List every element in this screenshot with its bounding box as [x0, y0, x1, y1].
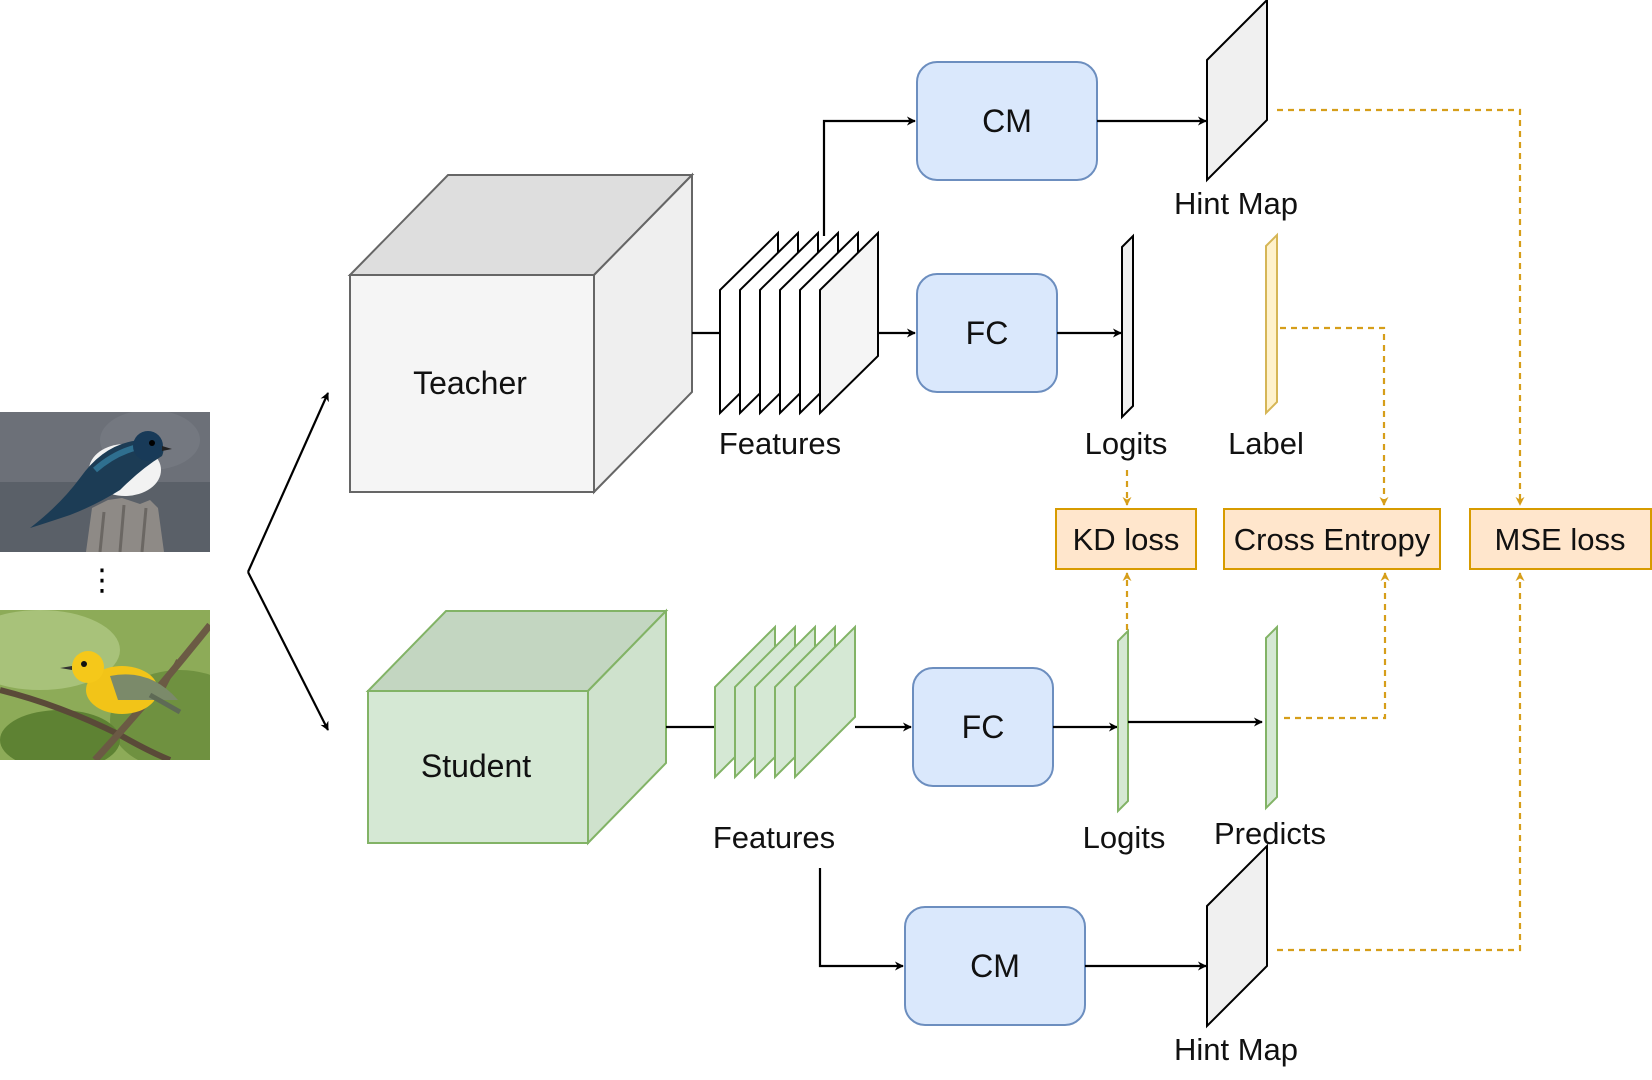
student-logits-label: Logits — [1083, 820, 1166, 855]
label-vector-bar — [1265, 232, 1278, 416]
teacher-label: Teacher — [413, 365, 527, 401]
teacher-fc-node: FC — [916, 273, 1058, 393]
student-fc-node: FC — [912, 667, 1054, 787]
input-ellipsis: ⋮ — [87, 564, 117, 597]
teacher-logits-label: Logits — [1085, 426, 1168, 461]
svg-text:FC: FC — [966, 315, 1009, 351]
student-label: Student — [421, 748, 531, 784]
mse-loss-box: MSE loss — [1469, 508, 1652, 570]
teacher-features-to-cm — [822, 116, 916, 236]
student-predicts-label: Predicts — [1214, 816, 1326, 851]
student-cm-node: CM — [904, 906, 1086, 1026]
svg-text:CM: CM — [970, 948, 1020, 984]
label-to-cross-entropy — [1280, 326, 1389, 506]
student-features-stack — [714, 624, 856, 780]
cross-entropy-box: Cross Entropy — [1223, 508, 1441, 570]
split-arrow-to-student — [247, 571, 329, 731]
student-hint-map-label: Hint Map — [1174, 1032, 1298, 1067]
teacher-block: Teacher — [347, 172, 695, 495]
teacher-logits-bar — [1121, 233, 1134, 420]
student-block: Student — [365, 608, 669, 846]
kd-loss-box: KD loss — [1055, 508, 1197, 570]
input-image-warbler — [0, 610, 210, 760]
student-hintmap-to-mse — [1277, 572, 1525, 952]
svg-text:CM: CM — [982, 103, 1032, 139]
student-features-label: Features — [713, 820, 835, 855]
predicts-to-cross-entropy — [1284, 572, 1390, 720]
student-predicts-bar — [1265, 624, 1278, 811]
teacher-features-stack — [719, 230, 879, 416]
teacher-features-label: Features — [719, 426, 841, 461]
svg-text:Cross Entropy: Cross Entropy — [1234, 522, 1431, 557]
input-image-swallow — [0, 412, 210, 552]
teacher-cm-node: CM — [916, 61, 1098, 181]
label-vector-label: Label — [1228, 426, 1304, 461]
split-arrow-to-teacher — [246, 392, 330, 573]
teacher-hint-map — [1206, 0, 1268, 183]
svg-text:FC: FC — [962, 709, 1005, 745]
svg-text:KD loss: KD loss — [1073, 522, 1180, 557]
student-logits-bar — [1117, 628, 1129, 814]
teacher-hint-map-label: Hint Map — [1174, 186, 1298, 221]
teacher-hintmap-to-mse — [1277, 108, 1525, 506]
student-features-to-cm — [818, 868, 904, 971]
svg-text:MSE loss: MSE loss — [1495, 522, 1626, 557]
student-hint-map — [1206, 843, 1268, 1029]
